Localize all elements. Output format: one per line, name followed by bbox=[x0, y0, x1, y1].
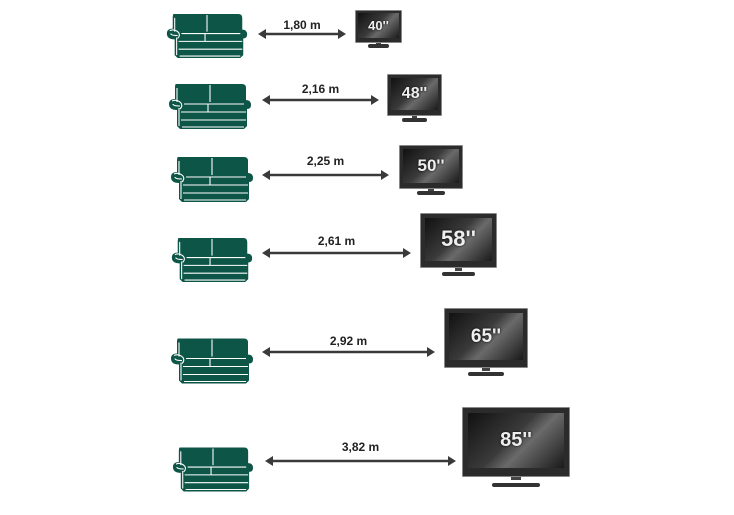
double-arrow-icon bbox=[262, 95, 379, 105]
distance-label: 1,80 m bbox=[283, 18, 321, 32]
tv-size-label: 48'' bbox=[401, 85, 428, 102]
tv-icon: 65'' bbox=[444, 308, 528, 376]
sofa-icon bbox=[168, 82, 252, 130]
distance-label: 3,82 m bbox=[341, 440, 380, 454]
tv-size-label: 58'' bbox=[441, 226, 476, 252]
distance-label: 2,16 m bbox=[301, 82, 340, 96]
double-arrow-icon bbox=[262, 347, 435, 357]
double-arrow-icon bbox=[265, 456, 456, 466]
tv-size-label: 40'' bbox=[368, 18, 389, 34]
tv-size-label: 50'' bbox=[417, 155, 445, 175]
tv-size-label: 65'' bbox=[470, 325, 502, 347]
distance-label: 2,25 m bbox=[306, 154, 345, 168]
sofa-icon bbox=[170, 236, 254, 283]
tv-icon: 58'' bbox=[420, 213, 497, 276]
tv-icon: 48'' bbox=[387, 74, 442, 122]
sofa-icon bbox=[170, 336, 254, 385]
tv-size-label: 85'' bbox=[500, 428, 532, 451]
double-arrow-icon bbox=[262, 248, 411, 258]
tv-icon: 40'' bbox=[355, 10, 402, 48]
sofa-icon bbox=[165, 12, 249, 59]
double-arrow-icon bbox=[258, 29, 346, 39]
sofa-icon bbox=[172, 445, 254, 493]
sofa-icon bbox=[170, 155, 254, 203]
distance-label: 2,61 m bbox=[317, 234, 356, 248]
tv-icon: 50'' bbox=[399, 145, 463, 195]
distance-label: 2,92 m bbox=[329, 334, 368, 348]
double-arrow-icon bbox=[262, 170, 389, 180]
tv-icon: 85'' bbox=[462, 407, 570, 487]
